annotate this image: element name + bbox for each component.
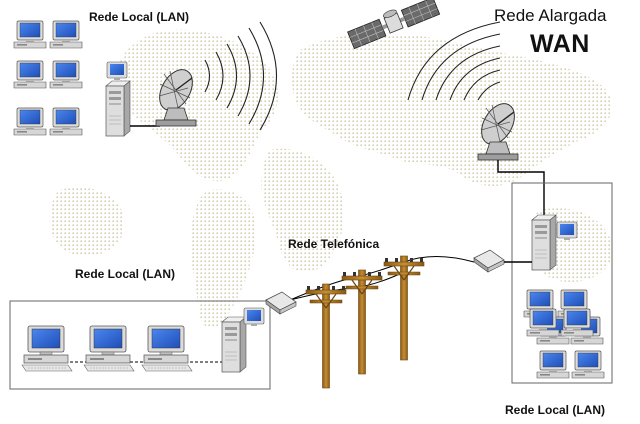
lan-right-box: [511, 182, 613, 384]
signal-waves-right: [407, 21, 501, 101]
lan-bottom-right-label: Rede Local (LAN): [505, 403, 606, 417]
lan-right-computers: [523, 289, 605, 379]
wan-abbr-label: WAN: [530, 30, 590, 58]
world-map-background: [49, 29, 613, 329]
telephone-pole-icon: [305, 255, 425, 389]
satellite-icon: [347, 0, 441, 50]
server-tower-icon: [221, 307, 265, 373]
modem-icon: [473, 249, 505, 273]
phone-network-label: Rede Telefónica: [288, 237, 380, 251]
signal-waves-left: [204, 21, 277, 131]
lan-left-box: [9, 300, 271, 390]
lan-left-computers: [21, 325, 193, 372]
cable-dish-to-server: [497, 160, 545, 222]
server-tower-icon: [105, 61, 131, 137]
lan-top-label: Rede Local (LAN): [89, 10, 190, 24]
wan-title-label: Rede Alargada: [494, 6, 607, 25]
lan-top-computers: [13, 20, 83, 136]
lan-left-label: Rede Local (LAN): [75, 267, 176, 281]
